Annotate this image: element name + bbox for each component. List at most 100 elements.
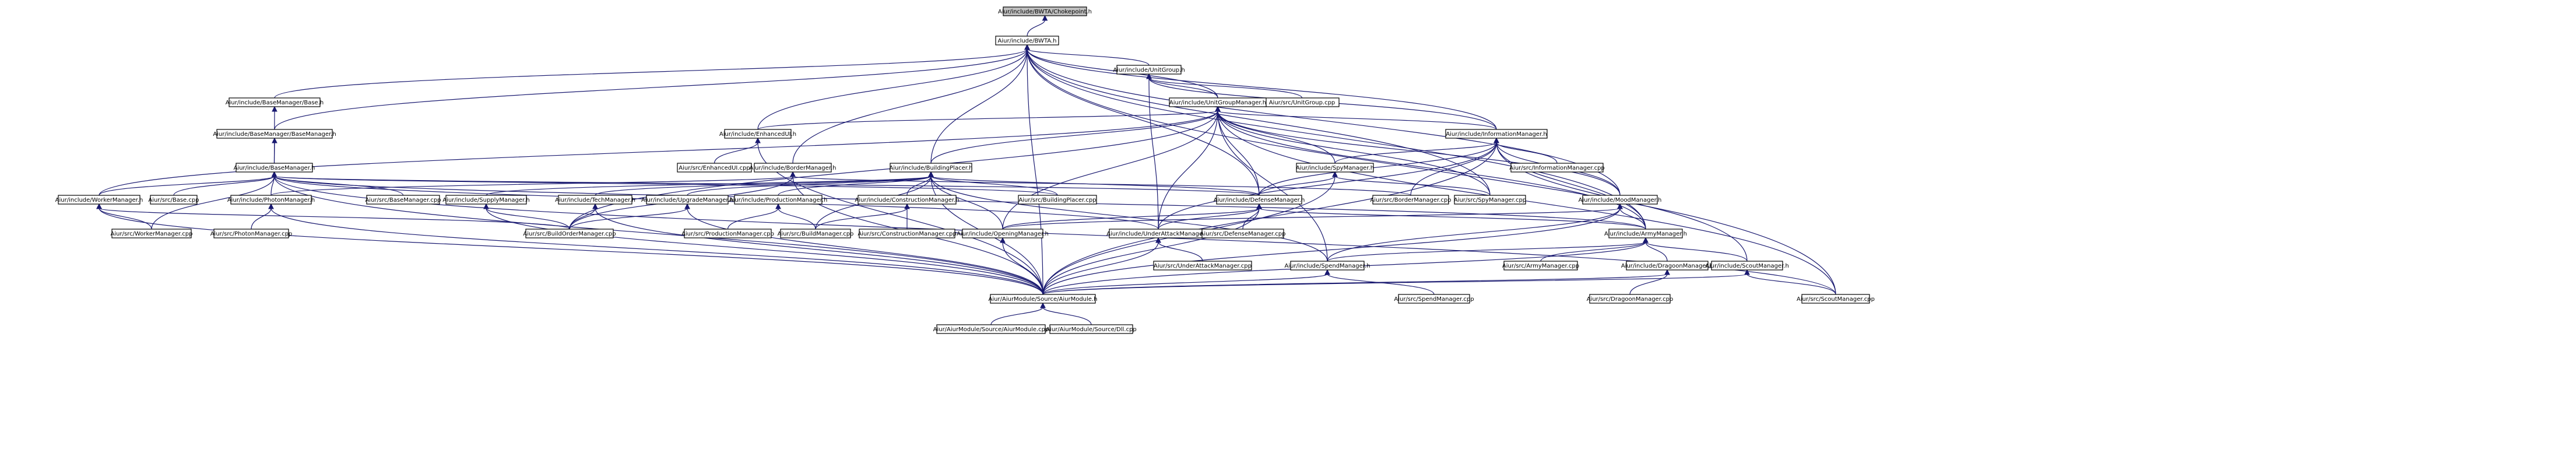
edge-bwta-to-bmbm (274, 44, 1030, 130)
edge-bplacer-to-defense (928, 171, 1260, 196)
node-underattackcpp[interactable]: Aiur/src/UnderAttackManager.cpp (1153, 261, 1252, 271)
node-box (216, 129, 333, 139)
node-label: Aiur/src/ScoutManager.cpp (1797, 296, 1875, 303)
node-box (1626, 261, 1709, 271)
node-unitgroup[interactable]: Aiur/include/UnitGroup.h (1113, 65, 1185, 75)
edge-border-to-bordercpp (790, 171, 1411, 196)
node-bordercpp[interactable]: Aiur/src/BorderManager.cpp (1370, 195, 1452, 205)
node-box (445, 195, 527, 205)
node-label: Aiur/src/DefenseManager.cpp (1200, 231, 1286, 237)
node-underattack[interactable]: Aiur/include/UnderAttackManager.h (1106, 229, 1210, 238)
node-label: Aiur/include/BuildingPlacer.h (890, 165, 973, 171)
node-border[interactable]: Aiur/include/BorderManager.h (750, 163, 837, 173)
node-box (1290, 261, 1365, 271)
node-label: Aiur/src/DragoonManager.cpp (1587, 296, 1674, 303)
node-spy[interactable]: Aiur/include/SpyManager.h (1296, 163, 1374, 173)
edge-production-to-productioncpp (727, 203, 781, 230)
node-bmbm[interactable]: Aiur/include/BaseManager/BaseManager.h (213, 129, 336, 139)
node-box (1296, 163, 1374, 173)
node-constructioncpp[interactable]: Aiur/src/ConstructionManager.cpp (858, 229, 957, 238)
node-unitgroupcpp[interactable]: Aiur/src/UnitGroup.cpp (1264, 97, 1340, 107)
node-label: Aiur/src/SpendManager.cpp (1394, 296, 1474, 303)
node-enhuicpp[interactable]: Aiur/src/EnhancedUI.cpp (677, 163, 752, 173)
node-construction[interactable]: Aiur/include/ConstructionManager.h (855, 195, 960, 205)
edge-ugm-to-opening (1002, 106, 1221, 230)
node-box (111, 229, 192, 238)
node-label: Aiur/include/BWTA.h (998, 38, 1057, 44)
node-mood[interactable]: Aiur/include/MoodManager.h (1579, 195, 1662, 205)
node-infocpp[interactable]: Aiur/src/InformationManager.cpp (1509, 163, 1605, 173)
node-bmbase[interactable]: Aiur/include/BaseManager/Base.h (226, 97, 324, 107)
node-scoutcpp[interactable]: Aiur/src/ScoutManager.cpp (1797, 294, 1875, 304)
node-basecpp[interactable]: Aiur/src/Base.cpp (148, 195, 199, 205)
node-buildcpp[interactable]: Aiur/src/BuildManager.cpp (778, 229, 854, 238)
edge-supply-to-aiurmodule (483, 203, 1043, 295)
node-supply[interactable]: Aiur/include/SupplyManager.h (442, 195, 530, 205)
node-box (1153, 261, 1252, 271)
node-label: Aiur/src/BuildingPlacer.cpp (1018, 197, 1096, 203)
node-label: Aiur/include/WorkerManager.h (55, 197, 143, 203)
node-opening[interactable]: Aiur/include/OpeningManager.h (957, 229, 1049, 238)
node-label: Aiur/src/ConstructionManager.cpp (858, 231, 956, 237)
node-box (58, 195, 140, 205)
node-box (1201, 229, 1284, 238)
node-photon[interactable]: Aiur/include/PhotonManager.h (227, 195, 315, 205)
node-scout[interactable]: Aiur/include/ScoutManager.h (1705, 261, 1789, 271)
node-defense[interactable]: Aiur/include/DefenseManager.h (1214, 195, 1305, 205)
edge-info-to-underattack (1158, 137, 1499, 230)
node-defensecpp[interactable]: Aiur/src/DefenseManager.cpp (1200, 229, 1286, 238)
node-label: Aiur/include/SpyManager.h (1296, 165, 1374, 171)
node-label: Aiur/src/PhotonManager.cpp (210, 231, 293, 237)
node-chokepoint[interactable]: Aiur/include/BWTA/Chokepoint.h (998, 6, 1092, 16)
node-ugm[interactable]: Aiur/include/UnitGroupManager.h (1169, 97, 1267, 107)
edge-mood-to-spend (1327, 203, 1623, 262)
node-box (1018, 195, 1097, 205)
node-dragoon[interactable]: Aiur/include/DragoonManager.h (1621, 261, 1713, 271)
node-label: Aiur/src/EnhancedUI.cpp (679, 165, 750, 171)
node-bplacer[interactable]: Aiur/include/BuildingPlacer.h (890, 163, 973, 173)
node-bplacercpp[interactable]: Aiur/src/BuildingPlacer.cpp (1018, 195, 1097, 205)
edge-underattack-to-underattackcpp (1155, 237, 1203, 262)
node-aiurmodulecpp[interactable]: Aiur/AiurModule/Source/AiurModule.cpp (933, 324, 1049, 334)
node-workercpp[interactable]: Aiur/src/WorkerManager.cpp (111, 229, 193, 238)
node-dllcpp[interactable]: Aiur/AiurModule/Source/Dll.cpp (1046, 324, 1137, 334)
node-army[interactable]: Aiur/include/ArmyManager.h (1604, 229, 1687, 238)
node-aiurmodule[interactable]: Aiur/AiurModule/Source/AiurModule.h (989, 294, 1098, 304)
node-upgrade[interactable]: Aiur/include/UpgradeManager.h (641, 195, 733, 205)
node-armycpp[interactable]: Aiur/src/ArmyManager.cpp (1502, 261, 1579, 271)
node-label: Aiur/include/ConstructionManager.h (855, 197, 959, 203)
edge-mood-to-aiurmodule (1042, 203, 1623, 295)
node-basemgrcpp[interactable]: Aiur/src/BaseManager.cpp (365, 195, 441, 205)
edge-defense-to-underattack (1158, 203, 1262, 230)
node-photoncpp[interactable]: Aiur/src/PhotonManager.cpp (210, 229, 293, 238)
node-basemgr[interactable]: Aiur/include/BaseManager.h (234, 163, 315, 173)
node-info[interactable]: Aiur/include/InformationManager.h (1445, 129, 1548, 139)
node-production[interactable]: Aiur/include/ProductionManager.h (729, 195, 828, 205)
node-enhui[interactable]: Aiur/include/EnhancedUI.h (719, 129, 796, 139)
node-label: Aiur/src/UnderAttackManager.cpp (1154, 263, 1252, 269)
node-buildordercpp[interactable]: Aiur/src/BuildOrderManager.cpp (523, 229, 616, 238)
node-box (1589, 294, 1671, 304)
edge-defense-to-opening (1002, 203, 1262, 230)
node-label: Aiur/include/UpgradeManager.h (641, 197, 733, 203)
node-box (229, 97, 321, 107)
node-spycpp[interactable]: Aiur/src/SpyManager.cpp (1454, 195, 1526, 205)
node-tech[interactable]: Aiur/include/TechManager.h (555, 195, 635, 205)
node-spendcpp[interactable]: Aiur/src/SpendManager.cpp (1394, 294, 1474, 304)
node-box (677, 163, 752, 173)
node-bwta[interactable]: Aiur/include/BWTA.h (995, 36, 1059, 45)
node-productioncpp[interactable]: Aiur/src/ProductionManager.cpp (681, 229, 774, 238)
edge-enhui-to-aiurmodule (755, 137, 1043, 295)
node-spend[interactable]: Aiur/include/SpendManager.h (1284, 261, 1370, 271)
node-worker[interactable]: Aiur/include/WorkerManager.h (55, 195, 143, 205)
node-dragooncpp[interactable]: Aiur/src/DragoonManager.cpp (1587, 294, 1674, 304)
edge-scout-to-aiurmodule (1042, 269, 1750, 295)
node-label: Aiur/include/SupplyManager.h (442, 197, 530, 203)
edge-mood-to-opening (1002, 203, 1623, 230)
node-box (1116, 65, 1182, 75)
node-box (1049, 324, 1133, 334)
file-nodes: Aiur/include/BWTA/Chokepoint.hAiur/inclu… (55, 6, 1875, 334)
node-label: Aiur/src/BuildManager.cpp (778, 231, 854, 237)
node-box (1169, 97, 1267, 107)
